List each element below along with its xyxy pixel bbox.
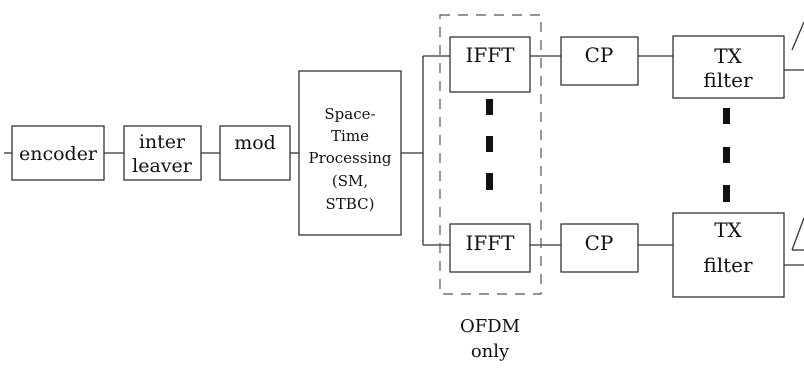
- ofdm-only-label-line2: only: [471, 341, 510, 362]
- tx-filter-bottom-label-line1: TX: [714, 218, 742, 242]
- interleaver-block: inter leaver: [123, 125, 202, 181]
- ofdm-only-region: [439, 14, 542, 295]
- space-time-label-line3: Processing: [308, 149, 391, 167]
- space-time-label-line5: STBC): [326, 195, 375, 213]
- space-time-label-line1: Space-: [324, 105, 375, 123]
- interleaver-label-line1: inter: [139, 131, 186, 153]
- tx-filter-top-label-line1: TX: [714, 44, 742, 68]
- modulator-label: mod: [234, 132, 276, 154]
- ifft-block-top: IFFT: [449, 36, 531, 93]
- cp-block-bottom: CP: [560, 223, 639, 273]
- modulator-block: mod: [219, 125, 291, 181]
- cp-bottom-label: CP: [585, 231, 614, 255]
- space-time-label-line4: (SM,: [332, 172, 368, 190]
- tx-filter-block-bottom: TX filter: [672, 212, 785, 298]
- space-time-processing-block: Space- Time Processing (SM, STBC): [298, 70, 402, 236]
- signal-wires: [4, 55, 804, 266]
- tx-filter-bottom-label-line2: filter: [703, 253, 753, 277]
- ifft-top-label: IFFT: [466, 43, 516, 67]
- tx-filter-top-label-line2: filter: [703, 68, 753, 92]
- space-time-label-line2: Time: [331, 127, 369, 145]
- encoder-label: encoder: [19, 143, 98, 165]
- ellipsis-tx-column: [723, 108, 730, 202]
- ellipsis-ifft-column: [486, 99, 493, 190]
- tx-filter-block-top: TX filter: [672, 35, 785, 99]
- cp-block-top: CP: [560, 36, 639, 86]
- encoder-block: encoder: [11, 125, 105, 181]
- ifft-bottom-label: IFFT: [466, 231, 516, 255]
- cp-top-label: CP: [585, 43, 614, 67]
- ifft-block-bottom: IFFT: [449, 223, 531, 273]
- ofdm-only-label-line1: OFDM: [460, 316, 520, 337]
- interleaver-label-line2: leaver: [132, 155, 193, 177]
- antenna-icon: [791, 21, 804, 251]
